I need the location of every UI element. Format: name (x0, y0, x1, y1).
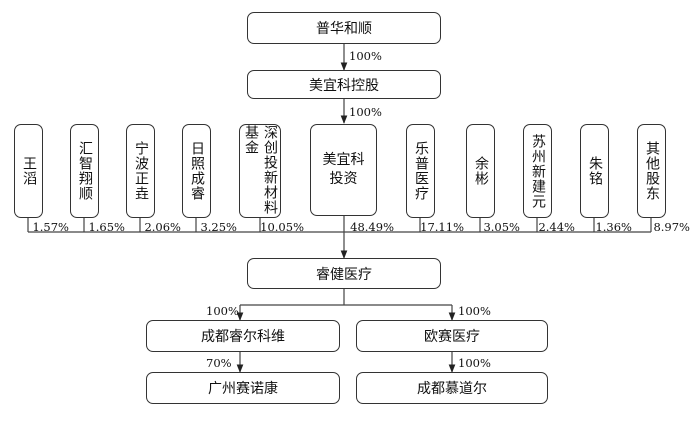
entity-puhuahesun: 普华和顺 (247, 12, 441, 44)
pct-rizhaochengrui: 3.25% (200, 220, 237, 234)
shareholder-shenchuangtou: 深创投新材料基金 (239, 124, 281, 218)
shareholder-yubin: 余彬 (466, 124, 495, 218)
entity-chengdu-mudaoer: 成都慕道尔 (356, 372, 548, 404)
entity-meiyikonggu: 美宜科控股 (247, 70, 441, 99)
pct-huizhixiangshun: 1.65% (88, 220, 125, 234)
pct-zhuming: 1.36% (595, 220, 632, 234)
shareholder-lepuyiliao: 乐普医疗 (406, 124, 435, 218)
entity-ousai: 欧赛医疗 (356, 320, 548, 352)
pct-ruierkewei-sainuokang: 70% (206, 356, 232, 370)
pct-ruijian-ruierkewei: 100% (206, 304, 239, 318)
pct-meiyikotouzi: 48.49% (350, 220, 394, 234)
pct-puhua-konggu: 100% (349, 49, 382, 63)
shareholder-qitagudong: 其他股东 (637, 124, 666, 218)
shareholder-huizhixiangshun: 汇智翔顺 (70, 124, 99, 218)
shareholder-suzhouxinjianyuan: 苏州新建元 (523, 124, 552, 218)
shareholder-wangtao: 王滔 (14, 124, 43, 218)
shareholder-zhuming: 朱铭 (580, 124, 609, 218)
pct-ruijian-ousai: 100% (458, 304, 491, 318)
entity-meiyikotouzi-line2: 投资 (329, 171, 358, 187)
pct-ningbozhengyao: 2.06% (144, 220, 181, 234)
entity-chengdu-ruierkewei: 成都睿尔科维 (146, 320, 340, 352)
entity-meiyikotouzi: 美宜科 投资 (310, 124, 377, 216)
shareholder-rizhaochengrui: 日照成睿 (182, 124, 211, 218)
pct-konggu-touzi: 100% (349, 105, 382, 119)
pct-wangtao: 1.57% (32, 220, 69, 234)
entity-ruijian: 睿健医疗 (247, 258, 441, 289)
pct-yubin: 3.05% (483, 220, 520, 234)
pct-shenchuangtou: 10.05% (260, 220, 304, 234)
shareholder-ningbozhengyao: 宁波正垚 (126, 124, 155, 218)
pct-suzhouxinjianyuan: 2.44% (538, 220, 575, 234)
entity-meiyikotouzi-line1: 美宜科 (322, 152, 365, 168)
pct-qitagudong: 8.97% (653, 220, 690, 234)
pct-lepuyiliao: 17.11% (420, 220, 464, 234)
entity-guangzhou-sainuokang: 广州赛诺康 (146, 372, 340, 404)
pct-ousai-mudaoer: 100% (458, 356, 491, 370)
